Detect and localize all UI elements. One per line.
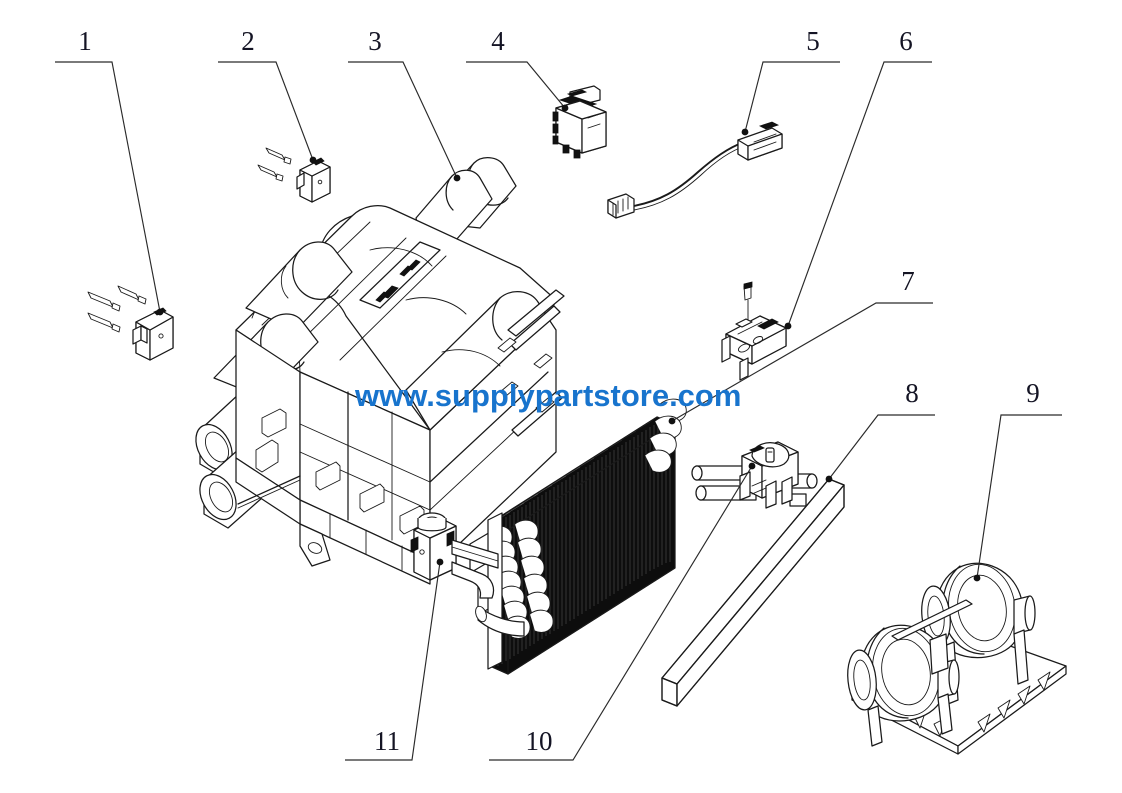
part-bracket-mounted-sensor: [721, 281, 787, 381]
part-hvac-housing-assembly: [195, 157, 565, 585]
part-expansion-valve-block: [410, 512, 499, 599]
callout-number-5[interactable]: 5: [806, 26, 820, 56]
callout-number-11[interactable]: 11: [374, 726, 400, 756]
callout-number-1[interactable]: 1: [78, 26, 92, 56]
part-wiring-harness-with-sensor: [607, 121, 783, 219]
callout-number-6[interactable]: 6: [899, 26, 913, 56]
site-watermark: www.supplypartstore.com: [355, 378, 742, 413]
callout-number-4[interactable]: 4: [491, 26, 505, 56]
callout-number-9[interactable]: 9: [1026, 378, 1040, 408]
leader-lines: [55, 61, 1062, 761]
part-expansion-valve-manifold: [691, 441, 818, 509]
callout-number-3[interactable]: 3: [368, 26, 382, 56]
part-relay-switch-with-screws: [87, 285, 174, 361]
part-filter-panel: [661, 478, 845, 707]
callout-number-8[interactable]: 8: [905, 378, 919, 408]
part-connector-relay-block: [552, 85, 607, 159]
callout-number-7[interactable]: 7: [901, 266, 915, 296]
callout-number-10[interactable]: 10: [525, 726, 553, 756]
callout-number-2[interactable]: 2: [241, 26, 255, 56]
part-twin-blower-assembly: [847, 562, 1067, 755]
part-switch-small-with-screws: [257, 147, 331, 203]
